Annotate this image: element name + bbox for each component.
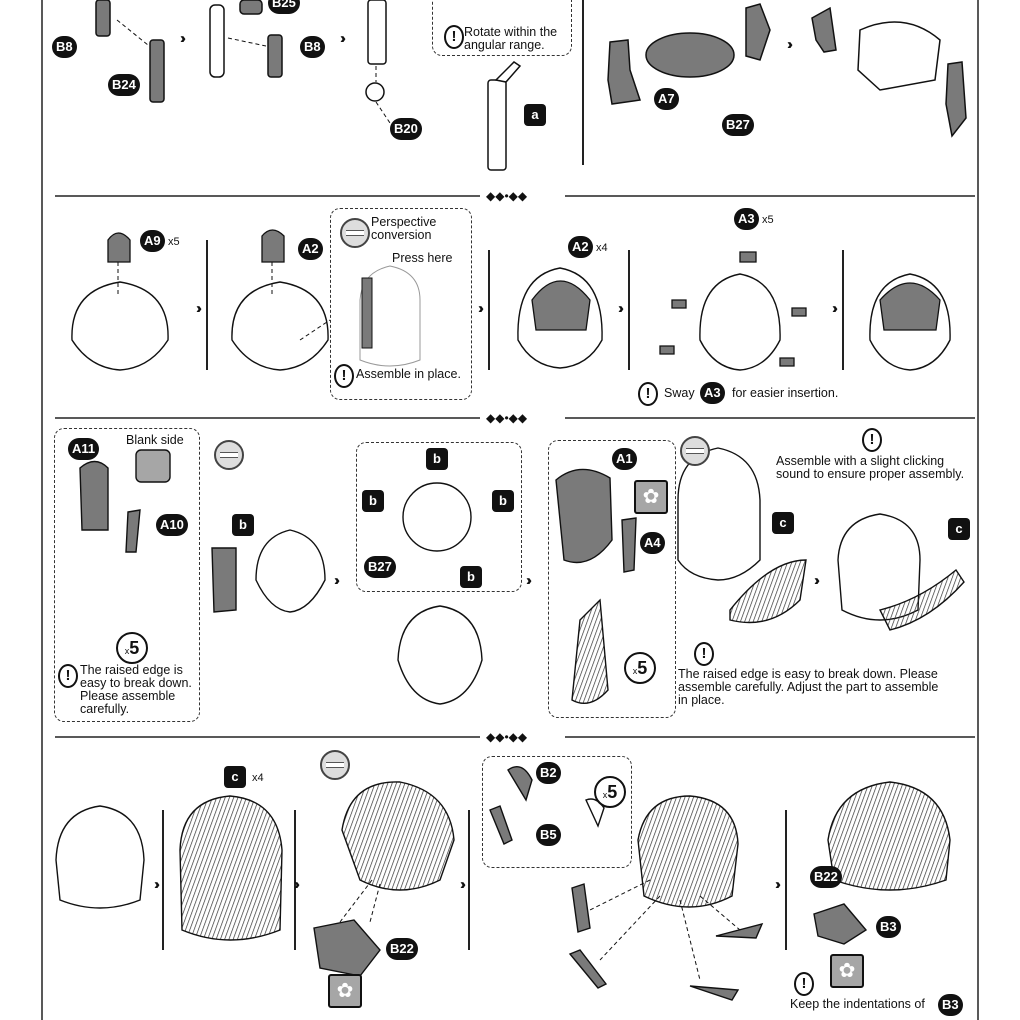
note-assemble-in-place: Assemble in place. <box>356 367 461 381</box>
part-label-b27: B27 <box>722 114 754 136</box>
perspective-rotate-icon <box>340 218 370 248</box>
step-arrow: ›› <box>832 300 838 317</box>
caution-icon: ! <box>444 25 464 49</box>
quantity-a2: x4 <box>596 242 608 254</box>
perspective-rotate-icon <box>680 436 710 466</box>
note-sway-prefix: Sway <box>664 386 695 400</box>
part-label-b3: B3 <box>876 916 901 938</box>
step-separator <box>294 810 296 950</box>
note-press-here: Press here <box>392 251 453 265</box>
perspective-rotate-icon <box>214 440 244 470</box>
part-label-a4: A4 <box>640 532 665 554</box>
section-divider-1: ◆◆•◆◆ <box>486 189 528 203</box>
part-label-a: a <box>524 104 546 126</box>
callout-perspective <box>330 208 472 400</box>
step-arrow: ›› <box>180 30 186 47</box>
flower-side-icon <box>634 480 668 514</box>
part-label-a9: A9 <box>140 230 165 252</box>
part-label-b2: B2 <box>536 762 561 784</box>
step-arrow: ›› <box>814 572 820 589</box>
step-arrow: ›› <box>460 876 466 893</box>
note-perspective-conversion: Perspective conversion <box>371 215 437 242</box>
part-label-b22: B22 <box>386 938 418 960</box>
part-label-b24: B24 <box>108 74 140 96</box>
part-label-a7: A7 <box>654 88 679 110</box>
callout-a1-a4 <box>548 440 676 718</box>
part-label-b3-inline: B3 <box>938 994 963 1016</box>
part-label-a2-x4: A2 <box>568 236 593 258</box>
callout-blank-side <box>54 428 200 722</box>
step-arrow: ›› <box>334 572 340 589</box>
callout-rotate <box>432 0 572 56</box>
quantity-x5-badge: x5 <box>624 652 656 684</box>
part-label-b8-2: B8 <box>300 36 325 58</box>
quantity-x5-badge: x5 <box>116 632 148 664</box>
note-keep-indentations: Keep the indentations of <box>790 997 925 1011</box>
part-label-a3-inline: A3 <box>700 382 725 404</box>
part-label-a2: A2 <box>298 238 323 260</box>
caution-icon: ! <box>638 382 658 406</box>
part-label-a10: A10 <box>156 514 188 536</box>
step-separator <box>162 810 164 950</box>
step-arrow: ›› <box>478 300 484 317</box>
step-separator <box>206 240 208 370</box>
part-label-b25: B25 <box>268 0 300 14</box>
part-label-b22-right: B22 <box>810 866 842 888</box>
part-label-c: c <box>772 512 794 534</box>
part-label-b-top: b <box>426 448 448 470</box>
quantity-a9: x5 <box>168 236 180 248</box>
step-separator <box>842 250 844 370</box>
quantity-c: x4 <box>252 772 264 784</box>
part-label-b-left: b <box>232 514 254 536</box>
part-label-b-mid-left: b <box>362 490 384 512</box>
part-label-b27-plate: B27 <box>364 556 396 578</box>
step-arrow: ›› <box>294 876 300 893</box>
part-label-b-mid-right: b <box>492 490 514 512</box>
note-blank-side: Blank side <box>126 433 184 447</box>
part-label-a11: A11 <box>68 438 100 460</box>
caution-icon: ! <box>862 428 882 452</box>
callout-b2-b5 <box>482 756 632 868</box>
section-divider-2: ◆◆•◆◆ <box>486 411 528 425</box>
caution-icon: ! <box>58 664 78 688</box>
caution-icon: ! <box>334 364 354 388</box>
flower-side-icon <box>830 954 864 988</box>
part-label-c-x4: c <box>224 766 246 788</box>
part-label-b5: B5 <box>536 824 561 846</box>
part-label-b20: B20 <box>390 118 422 140</box>
step-separator <box>628 250 630 370</box>
caution-icon: ! <box>694 642 714 666</box>
note-rotate-angle: Rotate within the angular range. <box>464 25 558 52</box>
section-divider-3: ◆◆•◆◆ <box>486 730 528 744</box>
part-label-b-bottom: b <box>460 566 482 588</box>
note-sway-suffix: for easier insertion. <box>732 386 839 400</box>
step-arrow: ›› <box>154 876 160 893</box>
step-separator <box>582 0 584 165</box>
step-arrow: ›› <box>775 876 781 893</box>
step-separator <box>488 250 490 370</box>
quantity-a3: x5 <box>762 214 774 226</box>
perspective-rotate-icon <box>320 750 350 780</box>
caution-icon: ! <box>794 972 814 996</box>
step-arrow: ›› <box>787 36 793 53</box>
step-arrow: ›› <box>618 300 624 317</box>
part-label-b8: B8 <box>52 36 77 58</box>
part-label-c-2: c <box>948 518 970 540</box>
part-label-a3: A3 <box>734 208 759 230</box>
flower-side-icon <box>328 974 362 1008</box>
step-arrow: ›› <box>196 300 202 317</box>
note-raised-edge-left: The raised edge is easy to break down. P… <box>80 663 192 716</box>
part-label-a1: A1 <box>612 448 637 470</box>
step-separator <box>785 810 787 950</box>
callout-b27-plate <box>356 442 522 592</box>
step-arrow: ›› <box>526 572 532 589</box>
step-arrow: ›› <box>340 30 346 47</box>
step-separator <box>468 810 470 950</box>
note-raised-edge-mid: The raised edge is easy to break down. P… <box>678 667 939 707</box>
note-clicking-sound: Assemble with a slight clicking sound to… <box>776 454 965 481</box>
quantity-x5-badge: x5 <box>594 776 626 808</box>
